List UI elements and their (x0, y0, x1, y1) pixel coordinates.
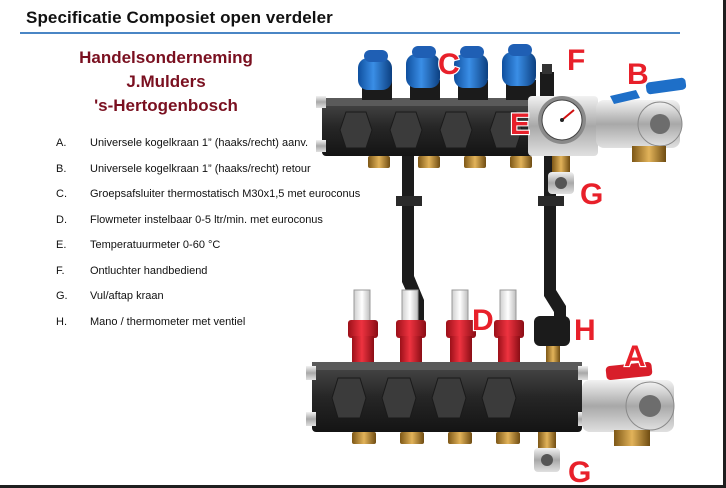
callout-f: F (567, 44, 585, 77)
spec-text: Groepsafsluiter thermostatisch M30x1,5 m… (90, 188, 361, 200)
spec-letter: H. (56, 315, 67, 328)
spec-item-a: A. Universele kogelkraan 1” (haaks/recht)… (56, 137, 360, 163)
spec-text: Temperatuurmeter 0-60 °C (90, 239, 221, 251)
company-line-3: 's-Hertogenbosch (94, 96, 238, 115)
callout-c: C (438, 48, 460, 81)
callout-g-top: G (580, 178, 603, 211)
title-underline (20, 32, 680, 34)
callout-d: D (472, 304, 494, 337)
ball-valve-icon (596, 77, 687, 162)
top-manifold (316, 96, 572, 168)
company-line-2: J.Mulders (126, 72, 206, 91)
page-title: Specificatie Composiet open verdeler (26, 8, 333, 27)
bottom-manifold (306, 362, 588, 444)
company-name: Handelsonderneming J.Mulders 's-Hertogen… (52, 46, 280, 118)
spec-text: Mano / thermometer met ventiel (90, 315, 246, 328)
thermometer-dial-icon (528, 96, 598, 156)
mano-thermometer-icon (534, 316, 570, 366)
spec-letter: C. (56, 188, 67, 200)
red-flowmeter-icon (348, 289, 524, 364)
spec-item-g: G. Vul/aftap kraan (56, 290, 360, 316)
spec-letter: A. (56, 137, 67, 149)
ball-valve-icon (582, 362, 675, 446)
blue-thermostatic-cap-icon (358, 44, 536, 100)
spec-letter: G. (56, 290, 68, 302)
spec-text: Ontluchter handbediend (90, 264, 208, 277)
callout-b: B (627, 58, 649, 91)
callout-e: E (510, 108, 530, 141)
company-line-1: Handelsonderneming (79, 48, 253, 67)
air-vent-icon (540, 64, 554, 96)
drain-valve-icon (548, 156, 574, 194)
callout-labels: C F B E G D H A G (437, 43, 650, 488)
spec-item-d: D. Flowmeter instelbaar 0-5 ltr/min. met … (56, 214, 360, 240)
spec-letter: D. (56, 213, 67, 226)
spec-text: Universele kogelkraan 1” (haaks/recht) r… (90, 162, 311, 175)
spec-text: Universele kogelkraan 1” (haaks/recht) a… (90, 137, 309, 149)
spec-letter: F. (56, 264, 65, 277)
spec-item-e: E. Temperatuurmeter 0-60 °C (56, 239, 360, 265)
spec-item-f: F. Ontluchter handbediend (56, 265, 360, 291)
drain-valve-icon (534, 432, 560, 472)
spec-list: A. Universele kogelkraan 1” (haaks/recht)… (56, 137, 360, 341)
spec-text: Vul/aftap kraan (90, 290, 164, 302)
spec-letter: B. (56, 162, 67, 175)
spec-item-c: C. Groepsafsluiter thermostatisch M30x1,5… (56, 188, 360, 214)
mounting-brackets (396, 150, 566, 322)
spec-item-b: B. Universele kogelkraan 1” (haaks/recht)… (56, 163, 360, 189)
callout-a: A (624, 340, 646, 373)
callout-h: H (574, 314, 596, 347)
spec-letter: E. (56, 239, 67, 251)
spec-item-h: H. Mano / thermometer met ventiel (56, 316, 360, 342)
spec-text: Flowmeter instelbaar 0-5 ltr/min. met eu… (90, 213, 323, 226)
callout-g-bottom: G (568, 456, 591, 488)
